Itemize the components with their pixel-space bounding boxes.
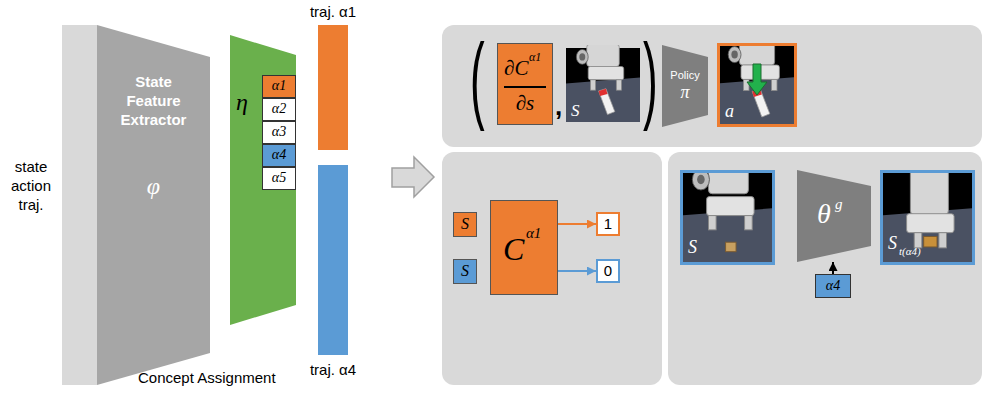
robot-picture bbox=[717, 41, 797, 125]
partial-c: ∂C bbox=[504, 56, 528, 80]
trajectory-bar: traj. α1 bbox=[318, 25, 348, 150]
motion-arrow bbox=[747, 64, 767, 95]
goal-generator: θg bbox=[797, 170, 871, 262]
fraction-bar bbox=[504, 86, 546, 88]
policy-network: Policyπ bbox=[662, 45, 708, 127]
state-symbol: S bbox=[461, 262, 469, 280]
state-symbol: S bbox=[461, 215, 469, 233]
subgoal-subscript: t(α4) bbox=[899, 245, 921, 258]
concept-label: α2 bbox=[272, 101, 286, 117]
input-bar bbox=[62, 25, 97, 385]
state-symbol: S bbox=[571, 101, 580, 121]
concept-gradient: ∂Cα1 ∂s bbox=[497, 43, 553, 125]
concept-label: α3 bbox=[272, 124, 286, 140]
concept-superscript: α1 bbox=[529, 51, 541, 65]
concept-input: α4 bbox=[815, 274, 851, 298]
policy-label: Policy bbox=[670, 69, 699, 82]
action-image: a bbox=[717, 43, 797, 127]
connector-arrow bbox=[558, 223, 596, 225]
trapezoid-outline bbox=[797, 170, 871, 262]
trapezoid-fill bbox=[97, 25, 210, 385]
state-image: S bbox=[680, 170, 775, 265]
output-box: 0 bbox=[596, 259, 620, 283]
concept-label: α1 bbox=[272, 78, 286, 94]
trajectory-label: traj. α1 bbox=[288, 3, 378, 20]
negative-state: S bbox=[453, 259, 477, 284]
connector-arrow bbox=[832, 262, 834, 274]
concept-slot: α4 bbox=[262, 144, 296, 167]
concept-slot: α5 bbox=[262, 167, 296, 190]
goal-superscript: g bbox=[835, 196, 843, 213]
partial-s: ∂s bbox=[498, 91, 552, 115]
connector-arrow bbox=[558, 270, 596, 272]
classifier-panel bbox=[442, 152, 662, 385]
output-value: 1 bbox=[604, 215, 612, 232]
concept-label: α4 bbox=[272, 147, 286, 163]
pi-symbol: π bbox=[680, 82, 689, 103]
concept-label: α4 bbox=[826, 278, 840, 294]
concept-slot: α3 bbox=[262, 121, 296, 144]
action-symbol: a bbox=[725, 101, 734, 122]
trajectory-bar: traj. α4 bbox=[318, 165, 348, 355]
phi-symbol: φ bbox=[111, 173, 196, 201]
generator-panel bbox=[668, 152, 982, 385]
concept-assigner: α1 α2 α3 α4 α5 η bbox=[230, 35, 296, 325]
comma: , bbox=[555, 92, 562, 122]
paren: ) bbox=[643, 30, 658, 127]
robot-picture bbox=[566, 44, 640, 122]
concept-slot: α1 bbox=[262, 75, 296, 98]
theta-symbol: θ bbox=[817, 198, 831, 230]
subgoal-image: St(α4) bbox=[880, 170, 975, 265]
robot-picture bbox=[680, 165, 775, 265]
classifier-symbol: C bbox=[503, 231, 524, 268]
paren: ( bbox=[470, 30, 485, 127]
trapezoid-fill bbox=[230, 35, 296, 325]
concept-classifier: Cα1 bbox=[490, 200, 558, 295]
robot-picture bbox=[880, 165, 975, 265]
output-box: 1 bbox=[596, 212, 620, 236]
policy-panel bbox=[442, 25, 982, 147]
concept-slot: α2 bbox=[262, 98, 296, 121]
output-value: 0 bbox=[604, 262, 612, 279]
concept-label: α5 bbox=[272, 170, 286, 186]
state-symbol: S bbox=[688, 237, 697, 258]
positive-state: S bbox=[453, 212, 477, 237]
trajectory-label: traj. α4 bbox=[288, 361, 378, 378]
stage-label: Concept Assignment bbox=[138, 369, 276, 386]
eta-symbol: η bbox=[236, 89, 248, 117]
feature-extractor: State Feature Extractor φ bbox=[97, 25, 210, 385]
trapezoid-fill bbox=[797, 170, 871, 262]
trapezoid-fill bbox=[662, 45, 708, 127]
flow-arrow bbox=[392, 157, 434, 197]
state-symbol: S bbox=[888, 233, 897, 254]
extractor-title: State Feature Extractor bbox=[111, 73, 196, 129]
input-label: state action traj. bbox=[4, 158, 58, 214]
concept-superscript: α1 bbox=[526, 225, 541, 242]
state-image: S bbox=[566, 45, 640, 125]
